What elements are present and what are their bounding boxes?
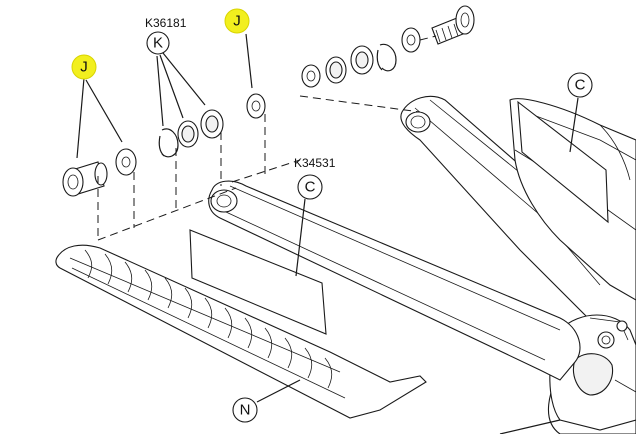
pivot-stack-top <box>301 5 475 88</box>
callout-n-label: N <box>240 402 251 419</box>
leader-lines <box>76 33 579 403</box>
callout-j-top: J <box>224 8 250 34</box>
frame-edge-2 <box>614 379 636 393</box>
callout-k-label: K <box>153 35 163 52</box>
chainstay-protector <box>55 244 427 419</box>
pivot-bolt-left <box>62 161 108 197</box>
part-code-k36181: K36181 <box>145 16 187 30</box>
circlip-k <box>158 128 179 158</box>
callout-j-left-label: J <box>80 59 88 76</box>
sticker-plate-middle <box>189 229 327 335</box>
callout-n: N <box>232 397 258 423</box>
bearing-k-2 <box>200 109 224 139</box>
callout-c-middle-label: C <box>305 179 316 196</box>
assembly-lines <box>97 35 437 241</box>
washer-top <box>246 93 266 119</box>
part-code-k34531: K34531 <box>294 156 336 170</box>
callout-c-middle: C <box>297 174 323 200</box>
sticker-plate-right <box>517 100 609 224</box>
callout-j-top-label: J <box>233 13 241 30</box>
washer-left <box>115 148 137 176</box>
frame-edge <box>499 419 561 434</box>
callout-c-right-label: C <box>575 77 586 94</box>
callout-k: K <box>146 31 170 55</box>
callout-c-right: C <box>567 72 593 98</box>
callout-j-left: J <box>71 54 97 80</box>
bearing-k-1 <box>177 120 199 148</box>
